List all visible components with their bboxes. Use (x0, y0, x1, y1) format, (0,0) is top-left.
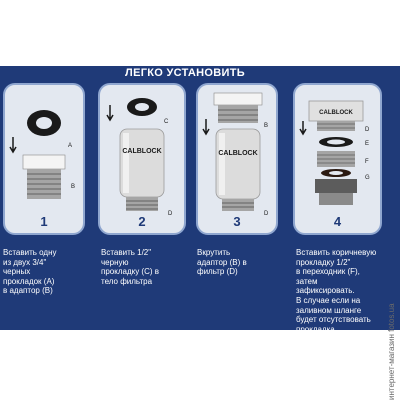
callout-c: C (164, 119, 169, 125)
adapter-icon (213, 92, 263, 106)
step-2-caption: Вставить 1/2" черную прокладку (C) в тел… (101, 248, 159, 286)
filter-thread-icon (317, 121, 355, 131)
step-1-caption: Вставить одну из двух 3/4" черных прокла… (3, 248, 57, 296)
down-arrow-icon (299, 121, 307, 136)
callout-f: F (365, 159, 369, 165)
callout-g: G (365, 175, 370, 181)
callout-b: B (264, 123, 268, 129)
callout-e: E (365, 141, 369, 147)
adapter-icon (22, 154, 66, 170)
callout-a: A (68, 143, 72, 149)
filter-thread-icon (222, 199, 254, 211)
callout-b: B (71, 184, 75, 190)
callout-d: D (365, 127, 370, 133)
step-number: 4 (333, 214, 342, 229)
down-arrow-icon (9, 137, 17, 154)
step-number: 2 (138, 214, 146, 229)
brand-label: CALBLOCK (122, 148, 161, 155)
down-arrow-icon (106, 105, 114, 122)
page-title: ЛЕГКО УСТАНОВИТЬ (125, 67, 245, 79)
step-4-caption: Вставить коричневую прокладку 1/2" в пер… (296, 248, 377, 353)
step-3-illustration: CALBLOCK B D (202, 92, 269, 217)
step-number: 3 (233, 214, 241, 229)
hose-nut-icon (315, 179, 357, 193)
step-4-panel: CALBLOCK D E F G 4 (293, 83, 382, 235)
step-number: 1 (40, 214, 48, 229)
step-4-illustration: CALBLOCK D E F G (299, 100, 370, 205)
step-1-panel: A B 1 (3, 83, 85, 235)
down-arrow-icon (202, 119, 210, 136)
brand-label: CALBLOCK (319, 110, 353, 116)
step-3-caption: Вкрутить адаптор (B) в фильтр (D) (197, 248, 247, 277)
step-2-illustration: CALBLOCK C D (106, 98, 173, 217)
watermark: интернет-магазин fotos.ua (387, 303, 396, 400)
step-2-panel: CALBLOCK C D 2 (98, 83, 186, 235)
callout-d: D (264, 211, 269, 217)
callout-d: D (168, 211, 173, 217)
step-1-illustration: A B (9, 110, 75, 199)
step-3-panel: CALBLOCK B D 3 (196, 83, 278, 235)
brand-label: CALBLOCK (218, 150, 257, 157)
